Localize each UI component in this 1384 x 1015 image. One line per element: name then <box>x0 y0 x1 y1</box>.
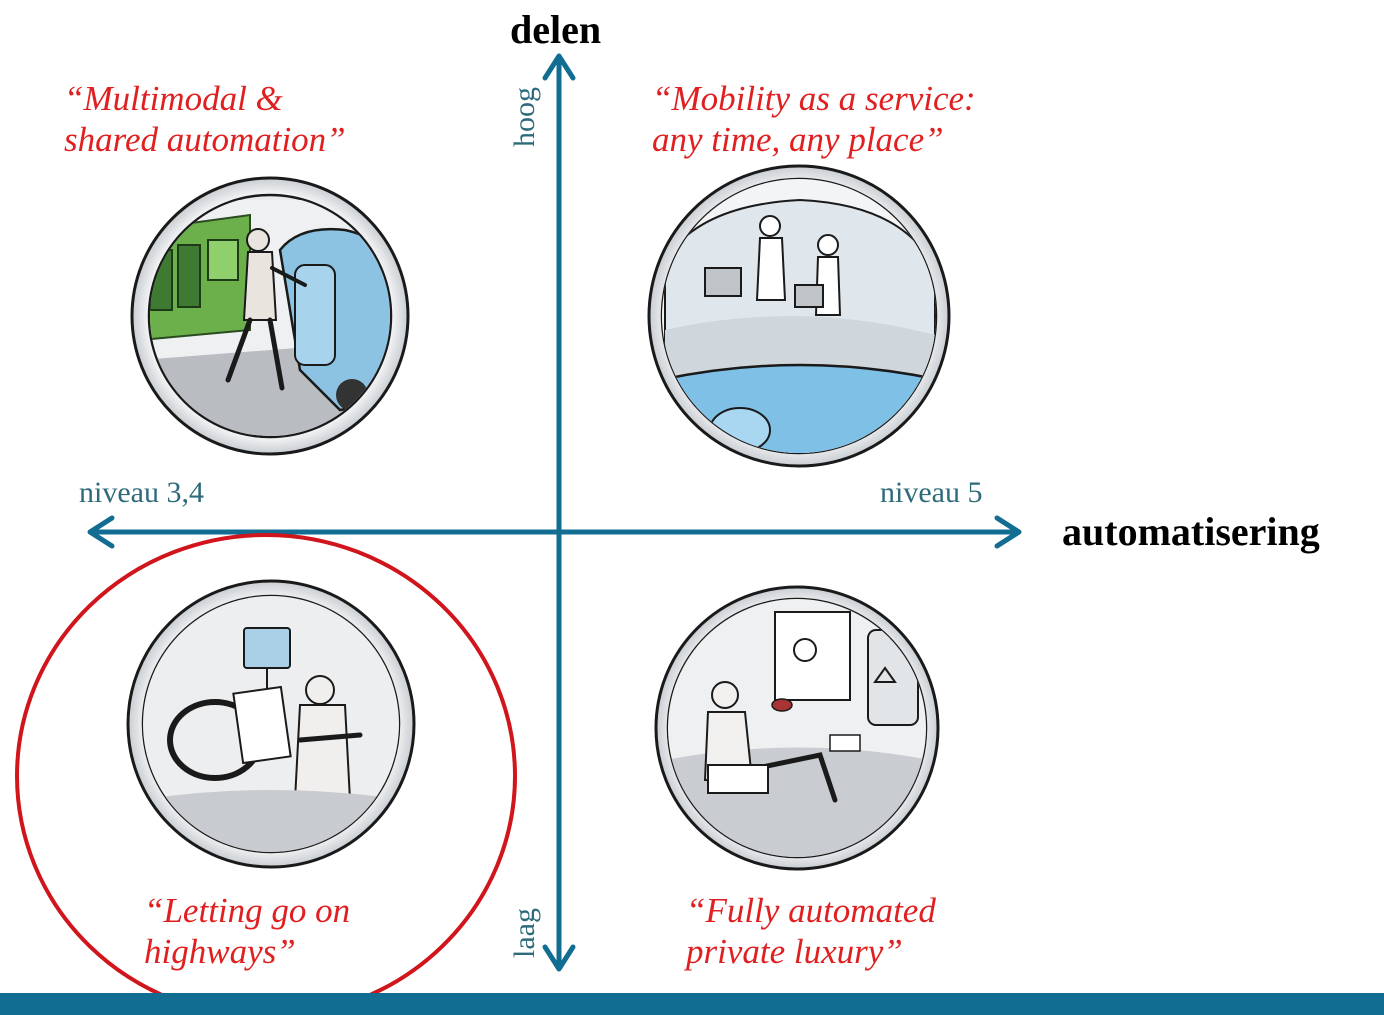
quote-private-luxury: “Fully automated private luxury” <box>686 890 936 972</box>
highlight-ellipse <box>15 533 517 1015</box>
vertical-axis <box>542 53 576 972</box>
vertical-axis-bottom-label: laag <box>507 908 541 958</box>
illustration-private-luxury <box>654 585 940 871</box>
quote-line: private luxury” <box>686 932 903 971</box>
illustration-mobility-as-a-service <box>647 164 951 468</box>
quote-line: “Letting go on <box>144 891 351 930</box>
illustration-letting-go-highways <box>126 579 416 869</box>
horizontal-axis <box>87 515 1022 549</box>
illustration-multimodal-shared <box>130 176 410 456</box>
quote-line: “Mobility as a service: <box>652 79 976 118</box>
footer-bar <box>0 993 1384 1015</box>
quote-mobility-as-a-service: “Mobility as a service: any time, any pl… <box>652 78 976 160</box>
quote-line: shared automation” <box>64 120 346 159</box>
horizontal-axis-left-label: niveau 3,4 <box>79 476 204 509</box>
quote-line: “Fully automated <box>686 891 936 930</box>
vertical-axis-top-label: hoog <box>508 87 541 147</box>
quote-multimodal-shared: “Multimodal & shared automation” <box>64 78 346 160</box>
quote-line: any time, any place” <box>652 120 944 159</box>
horizontal-axis-title: automatisering <box>1062 509 1320 554</box>
horizontal-axis-right-label: niveau 5 <box>880 476 983 509</box>
quote-letting-go-highways: “Letting go on highways” <box>144 890 350 972</box>
quote-line: highways” <box>144 932 296 971</box>
quote-line: “Multimodal & <box>64 79 283 118</box>
vertical-axis-title: delen <box>510 7 602 52</box>
